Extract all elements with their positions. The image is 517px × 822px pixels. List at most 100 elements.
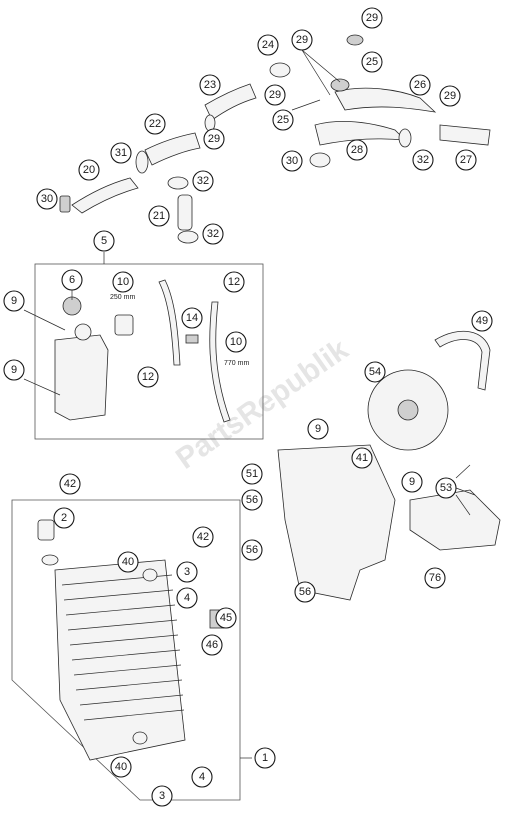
svg-text:10: 10 xyxy=(230,336,242,348)
callout-26[interactable]: 26 xyxy=(409,74,431,96)
callout-30[interactable]: 30 xyxy=(281,150,303,172)
svg-text:9: 9 xyxy=(11,295,17,307)
hose-20 xyxy=(71,177,139,214)
callout-25[interactable]: 25 xyxy=(272,109,294,131)
fitting-24 xyxy=(269,62,291,78)
callout-29[interactable]: 29 xyxy=(264,84,286,106)
callout-42[interactable]: 42 xyxy=(192,526,214,548)
clamp-32-a xyxy=(167,176,189,190)
radiator-frame xyxy=(11,499,241,801)
svg-text:42: 42 xyxy=(197,531,209,543)
callout-4[interactable]: 4 xyxy=(176,587,198,609)
callout-25[interactable]: 25 xyxy=(361,51,383,73)
callout-12[interactable]: 12 xyxy=(223,271,245,293)
radiator xyxy=(54,559,186,761)
svg-text:10: 10 xyxy=(117,276,129,288)
callout-12[interactable]: 12 xyxy=(137,366,159,388)
clamp-29-a xyxy=(346,34,364,46)
callout-24[interactable]: 24 xyxy=(257,34,279,56)
svg-text:4: 4 xyxy=(199,771,205,783)
svg-text:1: 1 xyxy=(262,752,268,764)
callout-41[interactable]: 41 xyxy=(351,447,373,469)
svg-text:2: 2 xyxy=(61,512,67,524)
filler-neck xyxy=(41,554,59,566)
callout-3[interactable]: 3 xyxy=(151,785,173,807)
callout-42[interactable]: 42 xyxy=(59,473,81,495)
callout-45[interactable]: 45 xyxy=(215,607,237,629)
radiator-fins xyxy=(61,574,185,721)
callout-1[interactable]: 1 xyxy=(254,747,276,769)
callout-21[interactable]: 21 xyxy=(148,205,170,227)
callout-56[interactable]: 56 xyxy=(294,581,316,603)
callout-51[interactable]: 51 xyxy=(241,463,263,485)
callout-29[interactable]: 29 xyxy=(203,128,225,150)
callout-49[interactable]: 49 xyxy=(471,310,493,332)
svg-text:26: 26 xyxy=(414,79,426,91)
callout-10[interactable]: 10 xyxy=(112,271,134,293)
svg-text:31: 31 xyxy=(115,147,127,159)
callout-14[interactable]: 14 xyxy=(181,307,203,329)
expansion-tank-frame xyxy=(34,263,264,440)
callout-23[interactable]: 23 xyxy=(199,74,221,96)
callout-32[interactable]: 32 xyxy=(192,170,214,192)
callout-29[interactable]: 29 xyxy=(439,85,461,107)
connector-piece xyxy=(114,314,134,336)
svg-text:32: 32 xyxy=(197,175,209,187)
svg-text:29: 29 xyxy=(366,12,378,24)
callout-6[interactable]: 6 xyxy=(61,269,83,291)
callout-9[interactable]: 9 xyxy=(401,471,423,493)
svg-text:29: 29 xyxy=(208,133,220,145)
callout-29[interactable]: 29 xyxy=(361,7,383,29)
plug-40-bottom xyxy=(132,731,148,745)
callout-32[interactable]: 32 xyxy=(202,223,224,245)
callout-46[interactable]: 46 xyxy=(201,634,223,656)
callout-27[interactable]: 27 xyxy=(455,149,477,171)
radiator-group xyxy=(11,499,252,801)
callout-3[interactable]: 3 xyxy=(176,561,198,583)
svg-text:29: 29 xyxy=(444,90,456,102)
svg-text:3: 3 xyxy=(184,566,190,578)
callout-5[interactable]: 5 xyxy=(93,230,115,252)
callout-22[interactable]: 22 xyxy=(144,113,166,135)
callout-54[interactable]: 54 xyxy=(364,361,386,383)
hose-22 xyxy=(144,132,201,166)
svg-text:12: 12 xyxy=(228,276,240,288)
svg-text:32: 32 xyxy=(417,154,429,166)
callout-30[interactable]: 30 xyxy=(36,188,58,210)
clamp-29-b xyxy=(330,78,350,92)
pipe-21 xyxy=(177,194,193,231)
callout-40[interactable]: 40 xyxy=(117,551,139,573)
callout-9[interactable]: 9 xyxy=(3,290,25,312)
callout-20[interactable]: 20 xyxy=(78,159,100,181)
hose-short-dimension: 250 mm xyxy=(110,294,135,301)
callout-56[interactable]: 56 xyxy=(241,489,263,511)
svg-text:56: 56 xyxy=(246,494,258,506)
expansion-tank xyxy=(54,334,109,421)
callout-28[interactable]: 28 xyxy=(346,139,368,161)
svg-text:32: 32 xyxy=(207,228,219,240)
clamp-31 xyxy=(135,150,149,174)
callout-31[interactable]: 31 xyxy=(110,142,132,164)
callout-53[interactable]: 53 xyxy=(435,477,457,499)
svg-text:9: 9 xyxy=(11,364,17,376)
callout-29[interactable]: 29 xyxy=(291,29,313,51)
callout-10[interactable]: 10 xyxy=(225,331,247,353)
hose-long-dimension: 770 mm xyxy=(224,360,249,367)
svg-text:29: 29 xyxy=(269,89,281,101)
shroud-51 xyxy=(277,444,396,601)
clamp-30-left xyxy=(59,195,71,213)
callout-4[interactable]: 4 xyxy=(191,766,213,788)
callout-76[interactable]: 76 xyxy=(424,567,446,589)
callout-40[interactable]: 40 xyxy=(110,756,132,778)
callout-56[interactable]: 56 xyxy=(241,539,263,561)
svg-text:49: 49 xyxy=(476,315,488,327)
callout-9[interactable]: 9 xyxy=(3,359,25,381)
svg-text:56: 56 xyxy=(246,544,258,556)
tank-cap xyxy=(74,323,92,341)
svg-text:54: 54 xyxy=(369,366,381,378)
fan-blade-guard-53 xyxy=(409,489,501,551)
callout-32[interactable]: 32 xyxy=(412,149,434,171)
svg-text:23: 23 xyxy=(204,79,216,91)
callout-2[interactable]: 2 xyxy=(53,507,75,529)
callout-9[interactable]: 9 xyxy=(307,418,329,440)
